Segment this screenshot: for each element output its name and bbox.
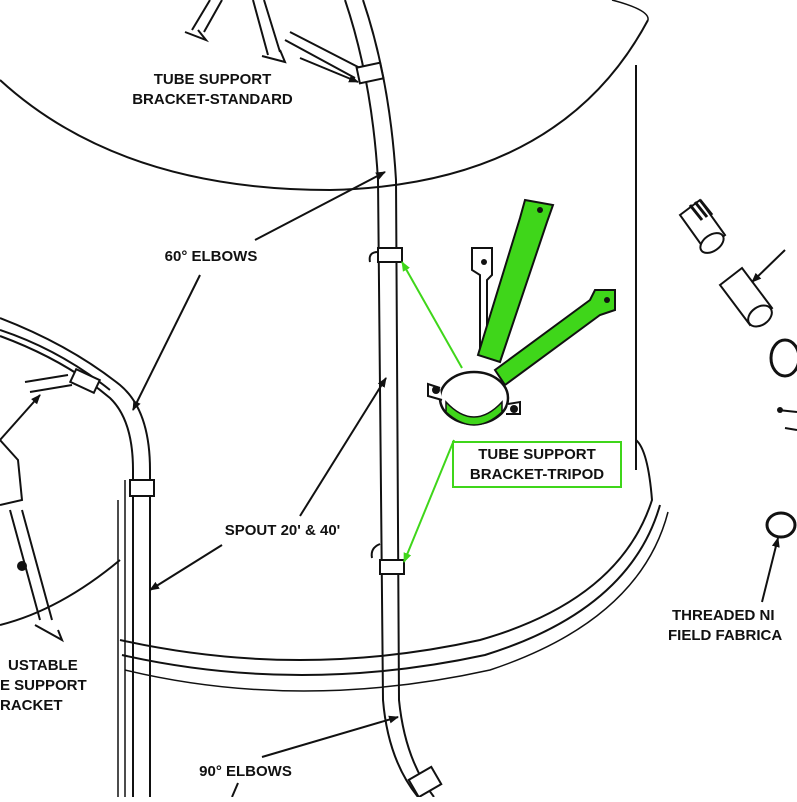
left-clamp-upper [68, 367, 102, 395]
label-tube-support-standard: TUBE SUPPORT BRACKET-STANDARD [100, 70, 325, 110]
threaded-coupling-threads [688, 199, 714, 221]
arrow-90-elbow-down [231, 782, 239, 798]
label-threaded-line1: THREADED NI [672, 607, 775, 624]
arrow-60-elbow-lower [132, 274, 201, 411]
label-tube-support-tripod-line2: BRACKET-TRIPOD [469, 466, 605, 483]
tripod-leg-center [476, 198, 555, 364]
label-adjustable-line1: USTABLE [8, 657, 78, 674]
standard-bracket-arm [284, 31, 361, 79]
tripod-ring-inner-highlight [445, 400, 503, 426]
tripod-label-highlight-box [452, 441, 622, 488]
label-threaded-line2: FIELD FABRICA [668, 627, 783, 644]
tripod-ring-bolt-left [432, 386, 440, 394]
clamp-top [355, 61, 385, 85]
threaded-coupling-end [699, 232, 725, 254]
main-spout-tube-right [362, 0, 435, 798]
left-spout-tube-inner2 [117, 480, 126, 797]
clamp-lower [379, 559, 405, 575]
label-90-elbows: 90° ELBOWS [199, 763, 292, 780]
label-threaded-nipple: THREADED NI FIELD FABRICA [668, 606, 797, 646]
label-adjustable-bracket: USTABLE E SUPPORT RACKET [0, 656, 110, 716]
arrow-60-elbow-upper [254, 171, 386, 241]
label-60-elbows: 60° ELBOWS [164, 248, 258, 265]
main-spout-tube-left [344, 0, 419, 798]
left-spout-tube-outer [0, 317, 151, 797]
tripod-leg-center-hole [537, 207, 543, 213]
arrow-spout-upper [299, 377, 387, 517]
adjustable-bracket-arm [24, 374, 73, 393]
clamp-upper-hook [368, 251, 379, 263]
tank-top-ellipse [0, 19, 649, 192]
label-tube-support-standard-line1: TUBE SUPPORT [153, 71, 272, 88]
adjustable-bracket-bolt [17, 561, 27, 571]
left-clamp-mid [129, 479, 155, 497]
threaded-ring [769, 338, 797, 378]
label-adjustable-line3: RACKET [0, 697, 63, 714]
standard-bracket-leg-right [252, 0, 287, 64]
arrow-standard-bracket [299, 57, 359, 83]
tripod-ring-bolt-right [510, 405, 518, 413]
standard-bracket-leg-left [184, 0, 223, 43]
tank-base-ring-outer [119, 439, 654, 661]
tripod-leg-right [493, 289, 616, 387]
adjustable-bracket [0, 439, 64, 643]
tank-base-ring-inner [121, 504, 661, 676]
arrow-threaded-nipple [761, 537, 780, 603]
label-tube-support-tripod-line1: TUBE SUPPORT [478, 446, 596, 463]
small-hardware [777, 409, 797, 431]
label-tube-support-standard-line2: BRACKET-STANDARD [132, 91, 293, 108]
left-spout-tube-inner [0, 335, 134, 797]
arrow-nipple [751, 249, 786, 283]
label-tube-support-tripod: TUBE SUPPORT BRACKET-TRIPOD [454, 445, 620, 485]
nipple-fitting-end [747, 304, 773, 328]
label-spout: SPOUT 20' & 40' [224, 522, 341, 539]
clamp-bottom [407, 765, 443, 799]
threaded-nipple-ring [765, 511, 797, 539]
small-hardware-dot [777, 407, 783, 413]
tripod-leg-left-hole [481, 259, 487, 265]
left-tank-base [0, 559, 121, 626]
arrow-90-elbow [261, 715, 399, 758]
green-arrow-tripod-upper [401, 261, 463, 369]
clamp-lower-hook [370, 543, 381, 559]
clamp-upper [377, 247, 403, 263]
tank-top-rim [611, 0, 649, 21]
tripod-leg-right-hole [604, 297, 610, 303]
label-adjustable-line2: E SUPPORT [0, 677, 87, 694]
arrow-spout-lower [149, 544, 223, 591]
tank-base-ring-bottom [124, 511, 669, 692]
green-arrow-tripod-lower [403, 439, 455, 563]
arrow-adjustable-bracket [0, 394, 41, 441]
